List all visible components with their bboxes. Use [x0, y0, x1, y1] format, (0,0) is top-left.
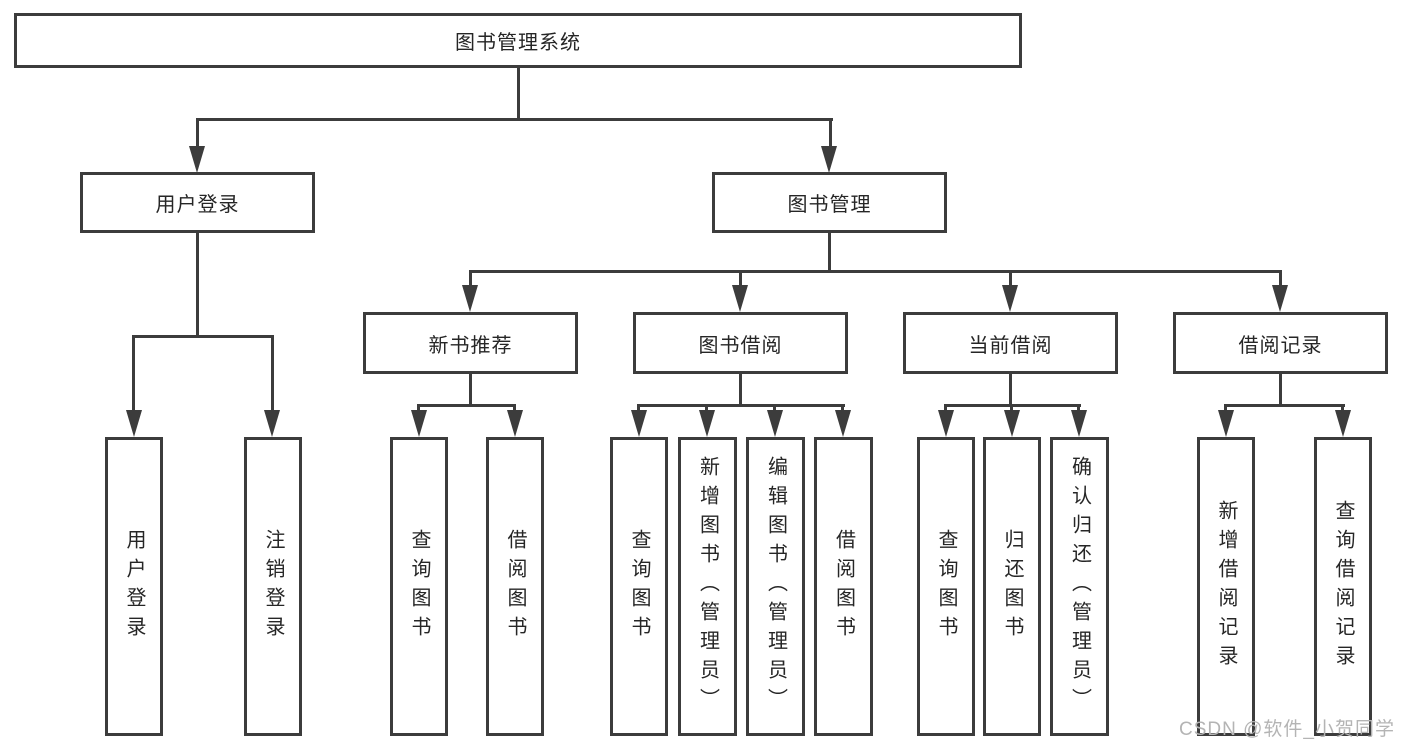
- connector-line: [132, 335, 135, 415]
- connector-line: [1341, 404, 1344, 414]
- connector-line: [196, 233, 199, 338]
- connector-line: [1009, 374, 1012, 406]
- connector-line: [1224, 404, 1227, 414]
- connector-line: [841, 404, 844, 414]
- arrow-down-icon: [507, 410, 523, 437]
- arrow-down-icon: [1071, 410, 1087, 437]
- connector-line: [196, 118, 833, 121]
- connector-line: [417, 404, 516, 407]
- leaf-query-books-current: 查询图书: [917, 437, 975, 736]
- connector-line: [739, 374, 742, 406]
- connector-line: [773, 404, 776, 414]
- node-book-borrow: 图书借阅: [633, 312, 848, 374]
- connector-line: [637, 404, 845, 407]
- arrow-down-icon: [1002, 285, 1018, 312]
- connector-line: [1279, 270, 1282, 288]
- arrow-down-icon: [835, 410, 851, 437]
- connector-line: [828, 233, 831, 273]
- node-user-login-module: 用户登录: [80, 172, 315, 233]
- arrow-down-icon: [1272, 285, 1288, 312]
- connector-line: [196, 118, 199, 152]
- connector-line: [1009, 270, 1012, 288]
- leaf-add-borrow-record: 新增借阅记录: [1197, 437, 1255, 736]
- node-current-borrow: 当前借阅: [903, 312, 1118, 374]
- connector-line: [1010, 404, 1013, 414]
- connector-line: [132, 335, 274, 338]
- csdn-watermark: CSDN @软件_小贺同学: [1179, 719, 1395, 740]
- leaf-add-books-admin: 新增图书（管理员）: [678, 437, 737, 736]
- arrow-down-icon: [1335, 410, 1351, 437]
- arrow-down-icon: [732, 285, 748, 312]
- arrow-down-icon: [767, 410, 783, 437]
- arrow-down-icon: [126, 410, 142, 437]
- leaf-confirm-return-admin: 确认归还（管理员）: [1050, 437, 1109, 736]
- arrow-down-icon: [1218, 410, 1234, 437]
- arrow-down-icon: [189, 146, 205, 173]
- connector-line: [944, 404, 947, 414]
- connector-line: [705, 404, 708, 414]
- connector-line: [513, 404, 516, 414]
- connector-line: [1077, 404, 1080, 414]
- node-book-management-module: 图书管理: [712, 172, 947, 233]
- leaf-logout: 注销登录: [244, 437, 302, 736]
- connector-line: [271, 335, 274, 415]
- arrow-down-icon: [1004, 410, 1020, 437]
- arrow-down-icon: [264, 410, 280, 437]
- leaf-query-borrow-record: 查询借阅记录: [1314, 437, 1372, 736]
- leaf-edit-books-admin: 编辑图书（管理员）: [746, 437, 805, 736]
- arrow-down-icon: [631, 410, 647, 437]
- connector-line: [637, 404, 640, 414]
- arrow-down-icon: [411, 410, 427, 437]
- node-root-system: 图书管理系统: [14, 13, 1022, 68]
- arrow-down-icon: [699, 410, 715, 437]
- connector-line: [469, 374, 472, 406]
- connector-line: [739, 270, 742, 288]
- connector-line: [469, 270, 472, 288]
- arrow-down-icon: [938, 410, 954, 437]
- leaf-query-books-borrow: 查询图书: [610, 437, 668, 736]
- arrow-down-icon: [462, 285, 478, 312]
- connector-line: [1224, 404, 1345, 407]
- leaf-borrow-books: 借阅图书: [814, 437, 873, 736]
- node-borrow-records: 借阅记录: [1173, 312, 1388, 374]
- leaf-borrow-books-recommend: 借阅图书: [486, 437, 544, 736]
- connector-line: [417, 404, 420, 414]
- arrow-down-icon: [821, 146, 837, 173]
- connector-line: [1279, 374, 1282, 406]
- leaf-query-books-recommend: 查询图书: [390, 437, 448, 736]
- node-new-book-recommend: 新书推荐: [363, 312, 578, 374]
- leaf-return-books: 归还图书: [983, 437, 1041, 736]
- connector-line: [469, 270, 1282, 273]
- connector-line: [829, 118, 832, 152]
- leaf-user-login: 用户登录: [105, 437, 163, 736]
- connector-line: [517, 67, 520, 121]
